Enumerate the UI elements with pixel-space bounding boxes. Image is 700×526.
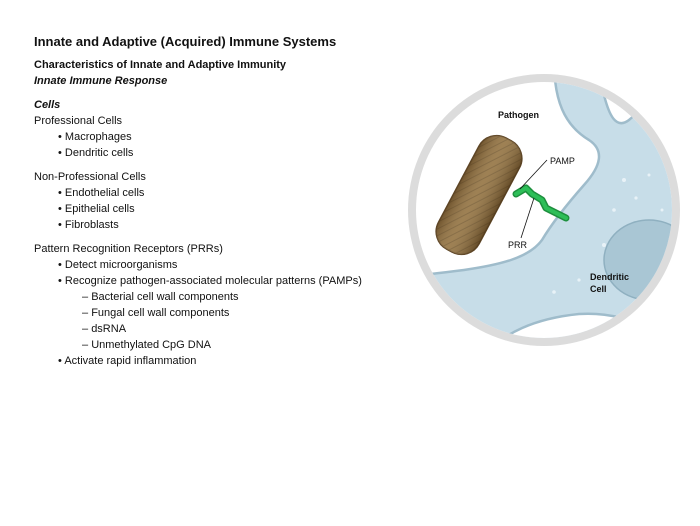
pathogen-label: Pathogen <box>498 110 539 120</box>
vesicle <box>622 178 626 182</box>
bullet: • <box>58 203 62 215</box>
list-item: • Fibroblasts <box>58 219 119 231</box>
section-title: Innate Immune Response <box>34 75 168 87</box>
pathogen <box>435 134 523 256</box>
dash: – <box>82 307 89 319</box>
prr-label: PRR <box>508 240 528 250</box>
dash: – <box>82 339 89 351</box>
dendritic-cell-label-2: Cell <box>590 284 607 294</box>
illustration-svg: Pathogen PAMP PRR Dendritic Cell <box>408 74 680 346</box>
sub-list-item: – Bacterial cell wall components <box>82 291 239 303</box>
prr-heading: Pattern Recognition Receptors (PRRs) <box>34 243 223 255</box>
page-title: Innate and Adaptive (Acquired) Immune Sy… <box>34 34 337 49</box>
list-item: • Endothelial cells <box>58 187 145 199</box>
dash: – <box>82 323 89 335</box>
pamp-leader-line <box>519 159 548 190</box>
list-item: • Dendritic cells <box>58 147 134 159</box>
prr-receptor <box>512 184 570 222</box>
bullet: • <box>58 259 62 271</box>
bullet: • <box>58 131 62 143</box>
sub-list-item: – Fungal cell wall components <box>82 307 230 319</box>
vesicle <box>660 208 664 212</box>
pathogen-dendritic-cell-illustration: Pathogen PAMP PRR Dendritic Cell <box>404 70 684 350</box>
list-item: • Epithelial cells <box>58 203 135 215</box>
dash: – <box>82 291 89 303</box>
bullet: • <box>58 187 62 199</box>
pamp-label: PAMP <box>550 156 575 166</box>
vesicle <box>577 278 581 282</box>
vesicle <box>647 173 651 177</box>
bullet: • <box>58 147 62 159</box>
text-column: Innate and Adaptive (Acquired) Immune Sy… <box>34 34 404 369</box>
sub-list-item: – Unmethylated CpG DNA <box>82 339 212 351</box>
professional-cells-heading: Professional Cells <box>34 115 123 127</box>
list-item: • Macrophages <box>58 131 132 143</box>
vesicle <box>552 290 556 294</box>
cells-heading: Cells <box>34 99 61 111</box>
bullet: • <box>58 355 62 367</box>
subtitle: Characteristics of Innate and Adaptive I… <box>34 59 287 71</box>
bullet: • <box>58 219 62 231</box>
vesicle <box>634 196 638 200</box>
prr-leader-line <box>520 197 535 239</box>
list-item: • Detect microorganisms <box>58 259 178 271</box>
non-professional-cells-heading: Non-Professional Cells <box>34 171 146 183</box>
vesicle <box>602 243 606 247</box>
bullet: • <box>58 275 62 287</box>
list-item: • Activate rapid inflammation <box>58 355 197 367</box>
sub-list-item: – dsRNA <box>82 323 127 335</box>
list-item: • Recognize pathogen-associated molecula… <box>58 275 362 287</box>
dendritic-cell-label: Dendritic <box>590 272 629 282</box>
vesicle <box>612 208 616 212</box>
